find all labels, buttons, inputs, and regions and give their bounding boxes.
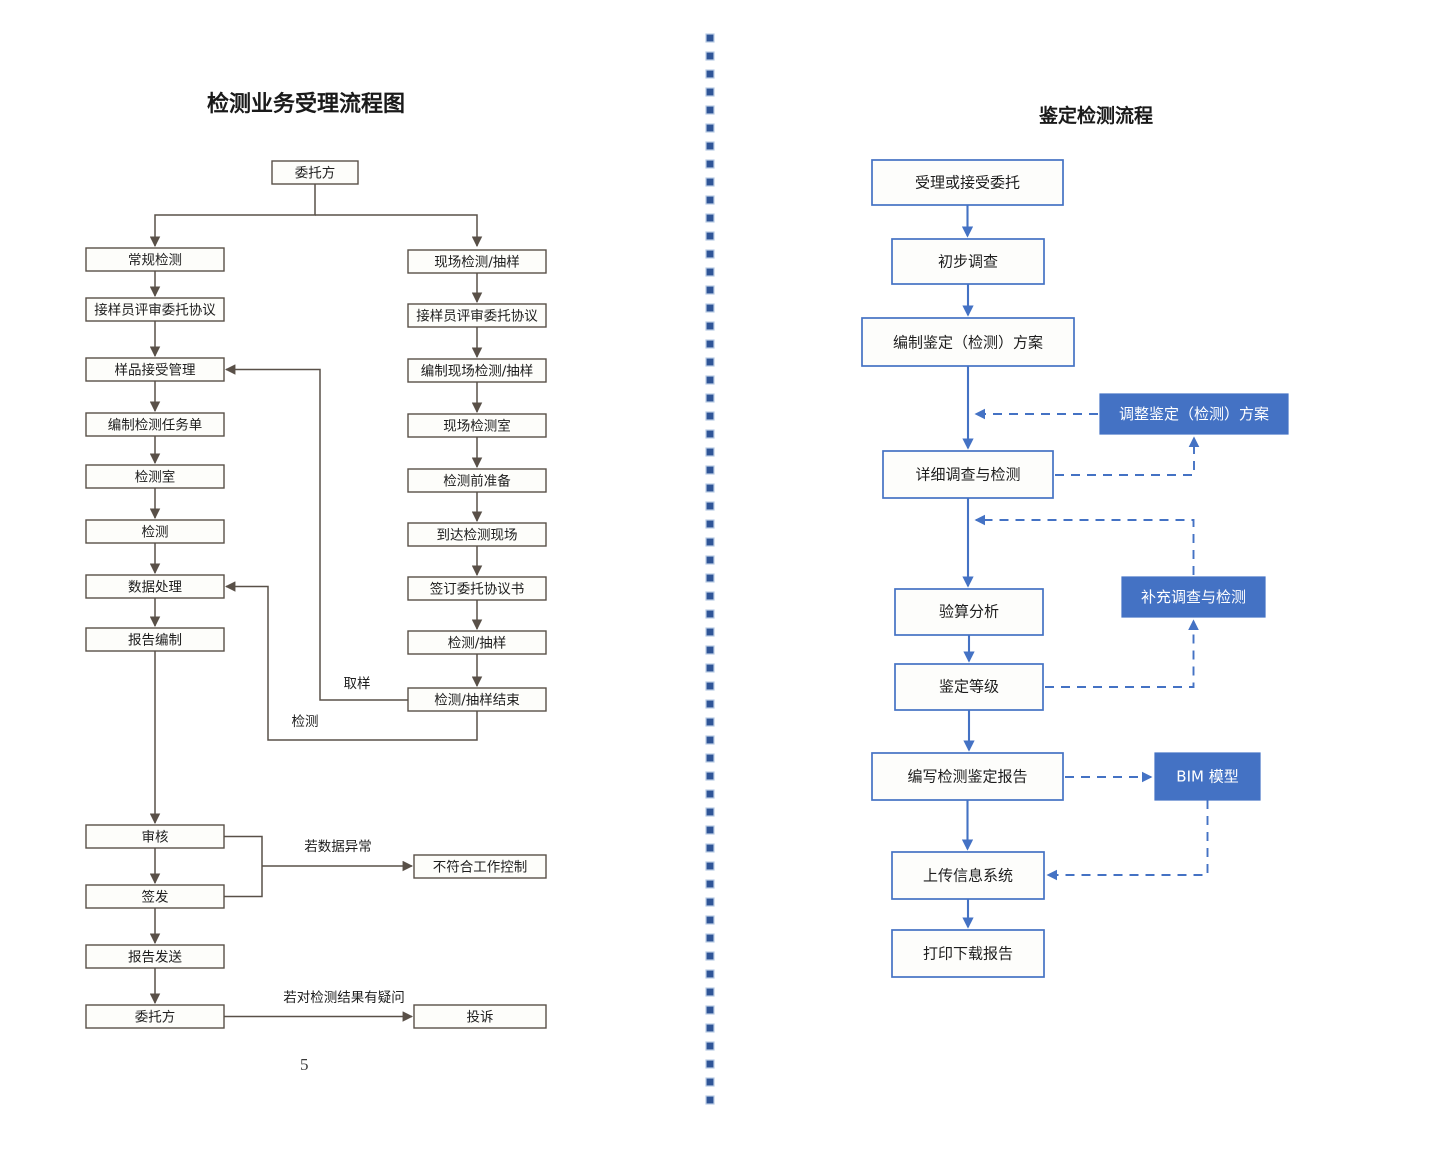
edge-detailed-to-adjust <box>1055 436 1200 476</box>
edge-grade-to-supplementary <box>1045 619 1199 688</box>
edge-label-sampling: 取样 <box>344 676 371 692</box>
node-left-7-label: 数据处理 <box>128 580 182 596</box>
node-left-2-label: 接样员评审委托协议 <box>94 302 216 319</box>
node-right-7-label: 签订委托协议书 <box>430 581 525 598</box>
edge-review-bracket <box>224 835 263 898</box>
step-appraisal-grade-label: 鉴定等级 <box>939 678 999 696</box>
step-preliminary-survey-label: 初步调查 <box>938 253 998 271</box>
right-flowchart: 受理或接受委托 初步调查 编制鉴定（检测）方案 详细调查与检测 验算分析 鉴定等… <box>861 159 1289 978</box>
node-right-3-label: 编制现场检测/抽样 <box>421 364 534 380</box>
edge-bim-to-upload <box>1046 800 1209 881</box>
step-detailed-survey-label: 详细调查与检测 <box>915 466 1020 484</box>
edge-root-to-left <box>149 184 316 248</box>
step-write-report-label: 编写检测鉴定报告 <box>907 768 1027 786</box>
side-step-supplementary-survey-label: 补充调查与检测 <box>1141 588 1246 606</box>
node-nonconformance-label: 不符合工作控制 <box>433 860 528 876</box>
step-print-report[interactable] <box>891 929 1045 978</box>
edge-label-complaint-condition: 若对检测结果有疑问 <box>283 990 405 1006</box>
node-left-4-label: 编制检测任务单 <box>108 418 203 434</box>
step-write-report[interactable] <box>871 752 1064 801</box>
node-left-12-label: 委托方 <box>135 1010 176 1026</box>
node-left-5-label: 检测室 <box>135 469 176 486</box>
step-calculation-analysis[interactable] <box>894 588 1044 636</box>
node-right-6-label: 到达检测现场 <box>437 528 518 544</box>
step-plan-preparation[interactable] <box>861 317 1075 367</box>
node-left-9-label: 审核 <box>142 830 169 846</box>
side-step-bim-model-label: BIM 模型 <box>1176 768 1238 786</box>
node-right-1-label: 现场检测/抽样 <box>434 255 520 271</box>
node-right-2-label: 接样员评审委托协议 <box>416 308 538 325</box>
node-complaint[interactable] <box>413 1004 547 1029</box>
divider-squares <box>705 33 715 1105</box>
node-complaint-label: 投诉 <box>467 1010 494 1026</box>
node-left-3-label: 样品接受管理 <box>115 362 196 379</box>
edge-testing-feedback <box>224 581 478 741</box>
step-preliminary-survey[interactable] <box>891 238 1045 285</box>
edge-label-testing: 检测 <box>292 714 319 730</box>
side-step-adjust-plan[interactable] <box>1099 393 1289 435</box>
node-right-5-label: 检测前准备 <box>443 473 511 490</box>
page-number: 5 <box>300 1055 309 1074</box>
node-right-9-label: 检测/抽样结束 <box>434 693 520 709</box>
left-flowchart: 委托方 常规检测 接样员评审委托协议 样品接受管理 编制检测任务单 检测室 检测… <box>85 160 547 1029</box>
step-intake-label: 受理或接受委托 <box>915 174 1020 192</box>
node-left-10-label: 签发 <box>142 889 169 906</box>
edge-root-to-right <box>315 214 483 248</box>
node-right-8-label: 检测/抽样 <box>448 636 507 652</box>
edge-supplementary-feedback <box>974 514 1195 575</box>
side-step-bim-model[interactable] <box>1154 752 1261 801</box>
node-left-6-label: 检测 <box>142 525 169 541</box>
step-calculation-analysis-label: 验算分析 <box>939 603 999 621</box>
node-nonconformance[interactable] <box>413 854 547 879</box>
edge-label-data-anomaly: 若数据异常 <box>304 839 372 855</box>
left-chart-title: 检测业务受理流程图 <box>207 92 406 117</box>
node-right-4-label: 现场检测室 <box>443 418 511 435</box>
step-upload-system[interactable] <box>891 851 1045 900</box>
right-chart-title: 鉴定检测流程 <box>1039 105 1154 127</box>
node-left-8-label: 报告编制 <box>128 633 182 649</box>
step-intake[interactable] <box>871 159 1064 206</box>
step-print-report-label: 打印下载报告 <box>923 945 1013 963</box>
node-left-11-label: 报告发送 <box>128 950 182 966</box>
edge-sampling-feedback <box>224 364 408 701</box>
dotted-divider <box>705 33 715 1105</box>
node-root-client-label: 委托方 <box>295 166 336 182</box>
side-step-adjust-plan-label: 调整鉴定（检测）方案 <box>1119 405 1269 423</box>
step-upload-system-label: 上传信息系统 <box>923 867 1013 885</box>
side-step-supplementary-survey[interactable] <box>1121 576 1266 618</box>
node-left-1-label: 常规检测 <box>128 253 182 269</box>
step-plan-preparation-label: 编制鉴定（检测）方案 <box>893 334 1043 352</box>
